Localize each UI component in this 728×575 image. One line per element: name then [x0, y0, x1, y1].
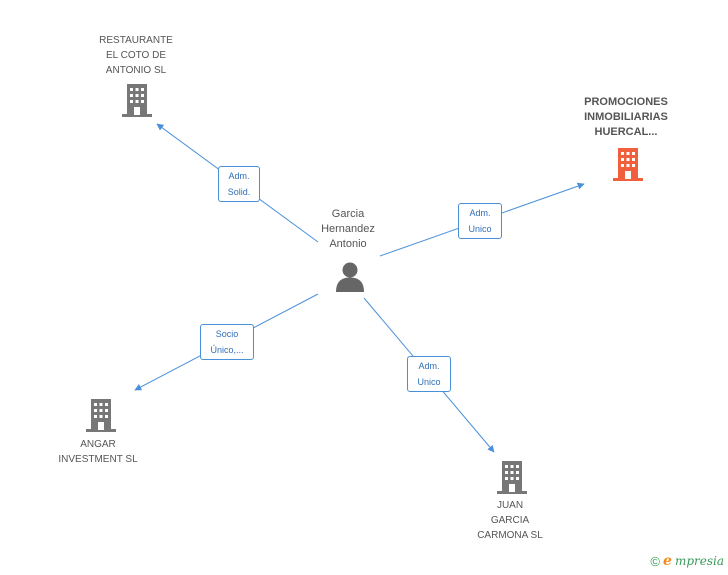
brand-logo-text: mpresia	[674, 554, 724, 568]
company-name-promociones[interactable]: PROMOCIONES INMOBILIARIAS HUERCAL...	[584, 96, 668, 138]
company-name-angar[interactable]: ANGAR INVESTMENT SL	[58, 439, 138, 465]
brand-logo-letter: e	[663, 553, 672, 569]
center-person-name[interactable]: Garcia Hernandez Antonio	[321, 208, 375, 250]
copyright-icon: ©	[650, 553, 661, 569]
edge-label-restaurante: Adm. Solid.	[218, 166, 260, 202]
edge-label-promociones: Adm. Unico	[458, 203, 502, 239]
company-name-restaurante[interactable]: RESTAURANTE EL COTO DE ANTONIO SL	[99, 35, 173, 76]
building-icon-highlight[interactable]	[613, 148, 643, 181]
person-icon[interactable]	[336, 262, 364, 293]
building-icon[interactable]	[122, 84, 152, 117]
building-icon[interactable]	[86, 399, 116, 432]
edge-label-juan: Adm. Unico	[407, 356, 451, 392]
company-name-juan[interactable]: JUAN GARCIA CARMONA SL	[477, 500, 543, 541]
building-icon[interactable]	[497, 461, 527, 494]
edge-label-angar: Socio Único,...	[200, 324, 254, 360]
